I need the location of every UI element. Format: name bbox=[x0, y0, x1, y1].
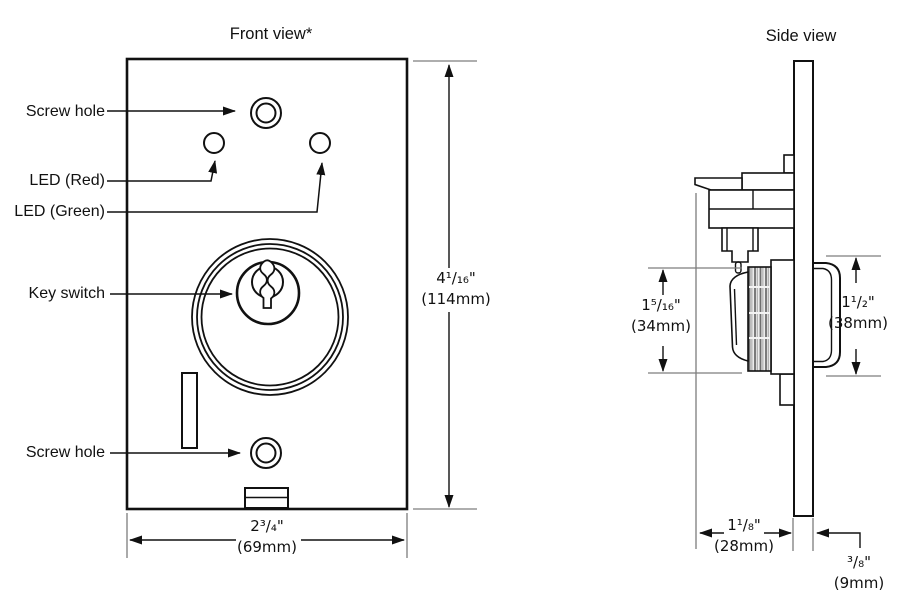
rear-body-depth-inches: 1⁵/₁₆" bbox=[641, 296, 681, 314]
cylinder-cap bbox=[729, 271, 749, 363]
width-metric: (69mm) bbox=[236, 538, 298, 556]
dimension-bezel-diameter bbox=[826, 255, 881, 377]
key-switch-body-side bbox=[729, 259, 795, 406]
side-view-drawing bbox=[648, 60, 881, 551]
knurled-ring-icon bbox=[747, 266, 772, 372]
leader-led-green bbox=[107, 162, 326, 213]
key-switch-front-icon bbox=[191, 238, 349, 396]
led-red-icon bbox=[203, 132, 225, 154]
keyway-slot bbox=[259, 259, 276, 309]
screw-hole-bottom-icon bbox=[250, 437, 282, 469]
dimension-rear-projection bbox=[699, 518, 814, 551]
front-view-title: Front view* bbox=[229, 25, 313, 43]
label-screw-hole-bottom: Screw hole bbox=[25, 444, 105, 461]
terminal-block-assembly bbox=[694, 154, 795, 274]
cylinder-body bbox=[770, 259, 795, 375]
label-led-red: LED (Red) bbox=[29, 172, 105, 189]
dimension-height bbox=[413, 60, 477, 510]
bezel-diameter-metric: (38mm) bbox=[827, 314, 889, 332]
plate-thickness-metric: (9mm) bbox=[833, 574, 885, 592]
side-plate bbox=[793, 60, 814, 517]
plate-thickness-inches: ³/₈" bbox=[847, 553, 871, 571]
bezel-side-icon bbox=[812, 262, 841, 368]
dimension-text-plate-thickness: ³/₈" (9mm) bbox=[834, 552, 884, 594]
rear-projection-metric: (28mm) bbox=[713, 537, 775, 555]
label-led-green: LED (Green) bbox=[14, 203, 105, 220]
mounting-slot bbox=[181, 372, 198, 449]
dimension-text-rear-body-depth: 1⁵/₁₆" (34mm) bbox=[631, 295, 691, 337]
bottom-tab bbox=[244, 487, 289, 509]
dimension-rear-body-depth bbox=[648, 193, 742, 549]
height-inches: 4¹/₁₆" bbox=[436, 269, 476, 287]
dimension-text-height: 4¹/₁₆" (114mm) bbox=[421, 268, 491, 310]
dimension-text-width: 2³/₄" (69mm) bbox=[237, 516, 297, 558]
bezel-diameter-inches: 1¹/₂" bbox=[841, 293, 875, 311]
side-view-title: Side view bbox=[765, 27, 837, 45]
dimension-text-rear-projection: 1¹/₈" (28mm) bbox=[714, 515, 774, 557]
front-view-drawing bbox=[107, 57, 477, 558]
height-metric: (114mm) bbox=[421, 290, 491, 308]
label-key-switch: Key switch bbox=[28, 285, 105, 302]
rear-projection-inches: 1¹/₈" bbox=[727, 516, 761, 534]
label-screw-hole-top: Screw hole bbox=[25, 103, 105, 120]
body-lug bbox=[779, 373, 795, 406]
dimension-width bbox=[126, 513, 408, 558]
leader-led-red bbox=[107, 160, 218, 182]
screw-hole-top-icon bbox=[250, 97, 282, 129]
dimension-text-bezel-diameter: 1¹/₂" (38mm) bbox=[828, 292, 888, 334]
rear-body-depth-metric: (34mm) bbox=[630, 317, 692, 335]
led-green-icon bbox=[309, 132, 331, 154]
dimension-plate-thickness bbox=[816, 528, 861, 548]
width-inches: 2³/₄" bbox=[250, 517, 284, 535]
